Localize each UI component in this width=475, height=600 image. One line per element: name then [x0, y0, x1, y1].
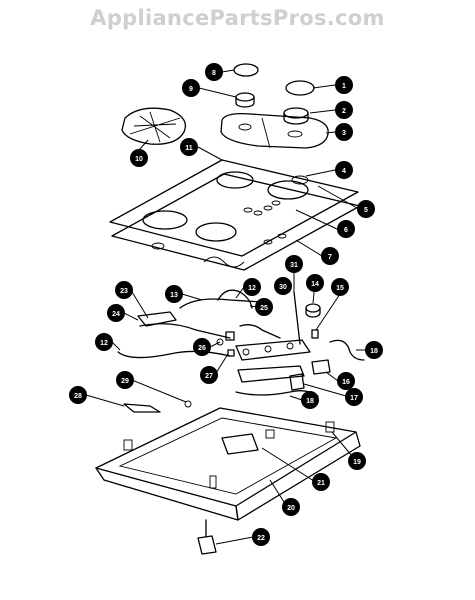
callout-28: 28	[69, 386, 87, 404]
callout-27: 27	[200, 366, 218, 384]
callout-2: 2	[335, 101, 353, 119]
callout-number: 16	[342, 379, 350, 386]
callout-number: 13	[170, 292, 178, 299]
callout-number: 9	[189, 86, 193, 93]
callout-6: 6	[337, 220, 355, 238]
callout-number: 2	[342, 108, 346, 115]
callout-number: 18	[370, 348, 378, 355]
callout-13: 13	[165, 285, 183, 303]
callout-number: 22	[257, 535, 265, 542]
callout-number: 10	[135, 156, 143, 163]
callout-number: 8	[212, 70, 216, 77]
callout-number: 7	[328, 254, 332, 261]
callout-number: 26	[198, 345, 206, 352]
callout-number: 21	[317, 480, 325, 487]
callout-22: 22	[252, 528, 270, 546]
callout-number: 6	[344, 227, 348, 234]
callout-number: 5	[364, 207, 368, 214]
callout-5: 5	[357, 200, 375, 218]
callout-29: 29	[116, 371, 134, 389]
burner-base-plate	[220, 112, 329, 149]
callout-4: 4	[335, 161, 353, 179]
callout-14: 14	[306, 274, 324, 292]
callout-18a: 18	[365, 341, 383, 359]
callout-15: 15	[331, 278, 349, 296]
burner-head-large	[283, 107, 309, 125]
callout-25: 25	[255, 298, 273, 316]
callout-18b: 18	[301, 391, 319, 409]
burner-cap-small	[233, 63, 259, 77]
burner-box-pan	[95, 407, 361, 521]
callout-12a: 12	[243, 278, 261, 296]
callout-19: 19	[348, 452, 366, 470]
valve-body	[289, 359, 331, 391]
junction-box	[197, 519, 217, 555]
callout-31: 31	[285, 255, 303, 273]
grate	[121, 107, 187, 145]
callout-number: 18	[306, 398, 314, 405]
callout-number: 1	[342, 83, 346, 90]
leader-lines	[85, 69, 368, 545]
callout-number: 3	[342, 130, 346, 137]
callout-30: 30	[274, 277, 292, 295]
watermark: AppliancePartsPros.com	[90, 6, 385, 30]
callout-23: 23	[115, 281, 133, 299]
callout-7: 7	[321, 247, 339, 265]
callout-number: 31	[290, 262, 298, 269]
callout-8: 8	[205, 63, 223, 81]
callout-number: 19	[353, 459, 361, 466]
gas-manifold-tubing	[117, 289, 281, 359]
orifice-fitting	[311, 329, 319, 339]
callout-10: 10	[130, 149, 148, 167]
callout-number: 25	[260, 305, 268, 312]
callout-16: 16	[337, 372, 355, 390]
spark-module	[221, 429, 275, 455]
mounting-bracket	[123, 400, 192, 413]
pressure-regulator	[305, 303, 321, 318]
callout-3: 3	[335, 123, 353, 141]
callout-21: 21	[312, 473, 330, 491]
callout-number: 11	[185, 145, 193, 152]
callout-11: 11	[180, 138, 198, 156]
callout-number: 29	[121, 378, 129, 385]
callout-number: 28	[74, 393, 82, 400]
callout-number: 20	[287, 505, 295, 512]
callout-17: 17	[345, 388, 363, 406]
callout-26: 26	[193, 338, 211, 356]
callout-20: 20	[282, 498, 300, 516]
burner-cap-large	[285, 80, 315, 96]
callout-number: 27	[205, 373, 213, 380]
callout-number: 14	[311, 281, 319, 288]
callout-9: 9	[182, 79, 200, 97]
burner-head-small	[235, 92, 255, 108]
gas-supply-line	[329, 339, 365, 361]
callout-1: 1	[335, 76, 353, 94]
callout-number: 4	[342, 168, 346, 175]
callout-number: 30	[279, 284, 287, 291]
callout-number: 15	[336, 285, 344, 292]
callout-12b: 12	[95, 333, 113, 351]
valve-bracket	[137, 311, 177, 327]
burner-valve-assembly	[235, 291, 311, 383]
callout-number: 23	[120, 288, 128, 295]
callout-24: 24	[107, 304, 125, 322]
cooktop-glass	[109, 159, 359, 257]
callout-number: 17	[350, 395, 358, 402]
callout-number: 12	[248, 285, 256, 292]
callout-number: 24	[112, 311, 120, 318]
callout-number: 12	[100, 340, 108, 347]
